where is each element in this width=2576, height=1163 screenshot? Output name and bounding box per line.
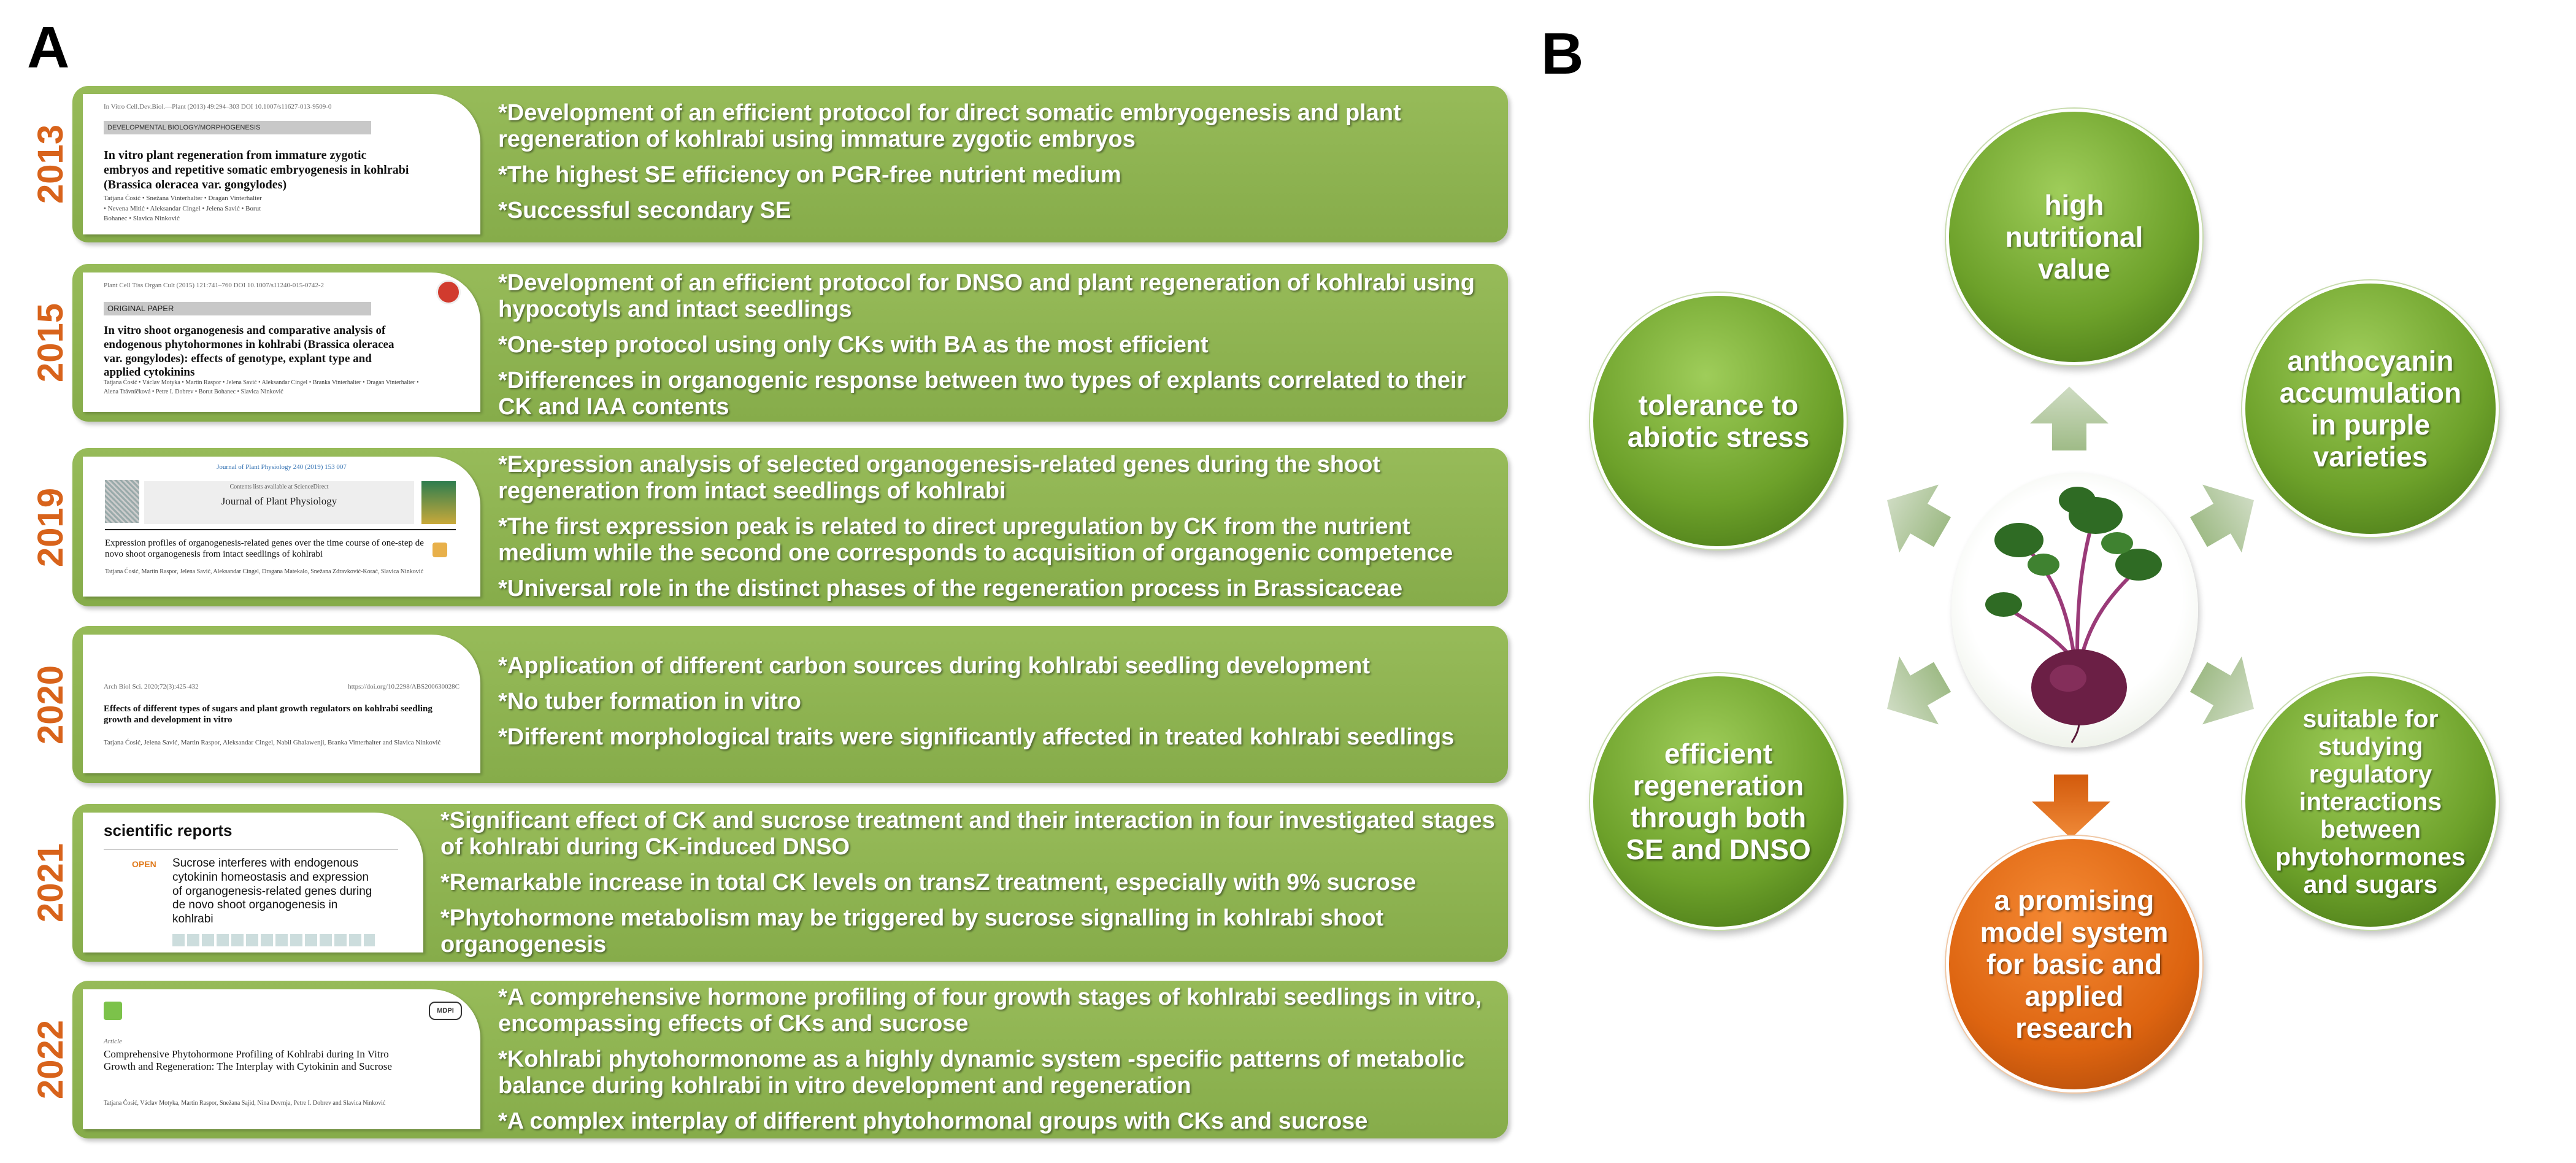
arrow-down-icon — [2032, 775, 2110, 838]
bullet-item: *Remarkable increase in total CK levels … — [440, 870, 1417, 895]
paper-section-header: DEVELOPMENTAL BIOLOGY/MORPHOGENESIS — [104, 121, 371, 134]
node-efficient-regeneration: efficient regeneration through both SE a… — [1590, 673, 1847, 930]
timeline-box-2015: Plant Cell Tiss Organ Cult (2015) 121:74… — [72, 264, 1508, 422]
bullet-item: *The first expression peak is related to… — [498, 514, 1453, 566]
panel-b-label: B — [1541, 21, 1584, 87]
paper-meta: In Vitro Cell.Dev.Biol.—Plant (2013) 49:… — [104, 103, 332, 110]
bullet-item: *Kohlrabi phytohormonome as a highly dyn… — [498, 1046, 1465, 1099]
bullet-item: *Significant effect of CK and sucrose tr… — [440, 808, 1495, 860]
bullet-item: *Phytohormone metabolism may be triggere… — [440, 905, 1384, 957]
arrow-lower-left-icon — [1887, 656, 1951, 725]
arrow-up-icon — [2030, 387, 2109, 450]
elsevier-logo-icon — [105, 480, 139, 523]
paper-authors: Tatjana Ćosić, Martin Raspor, Jelena Sav… — [105, 568, 424, 575]
timeline-box-2013: In Vitro Cell.Dev.Biol.—Plant (2013) 49:… — [72, 86, 1508, 242]
open-access-label: OPEN — [132, 859, 156, 869]
bullet-item: *No tuber formation in vitro — [498, 689, 801, 714]
journal-banner: Contents lists available at ScienceDirec… — [144, 481, 414, 524]
bullet-list: *Development of an efficient protocol fo… — [498, 270, 1492, 430]
node-label: high nutritional value — [2005, 189, 2143, 285]
divider — [105, 529, 456, 530]
paper-title: In vitro shoot organogenesis and compara… — [104, 324, 394, 379]
crossmark-icon — [433, 543, 447, 557]
divider — [104, 849, 398, 850]
node-promising-model-system: a promising model system for basic and a… — [1946, 836, 2202, 1092]
crossmark-icon — [436, 280, 461, 304]
bullet-list: *A comprehensive hormone profiling of fo… — [498, 984, 1492, 1144]
paper-authors: Tatjana Ćosić, Václav Motyka, Martin Ras… — [104, 1100, 386, 1107]
paper-title: Expression profiles of organogenesis-rel… — [105, 538, 424, 559]
bullet-item: *One-step protocol using only CKs with B… — [498, 332, 1209, 358]
panel-a-label: A — [27, 15, 70, 80]
banner-text: Contents lists available at ScienceDirec… — [229, 484, 329, 490]
paper-doi: https://doi.org/10.2298/ABS200630028C — [348, 683, 459, 690]
paper-title: Sucrose interferes with endogenous cytok… — [172, 857, 372, 926]
paper-authors: Tatjana Ćosić • Snežana Vinterhalter • D… — [104, 195, 262, 222]
arrow-upper-right-icon — [2190, 484, 2254, 553]
bullet-item: *Development of an efficient protocol fo… — [498, 100, 1401, 152]
paper-thumbnail: Arch Biol Sci. 2020;72(3):425-432 https:… — [83, 635, 480, 773]
article-type: Article — [104, 1038, 122, 1045]
timeline-box-2022: MDPI Article Comprehensive Phytohormone … — [72, 981, 1508, 1138]
node-label: tolerance to abiotic stress — [1627, 389, 1810, 453]
node-label: anthocyanin accumulation in purple varie… — [2279, 345, 2462, 473]
bullet-list: *Significant effect of CK and sucrose tr… — [440, 808, 1496, 967]
bullet-item: *Successful secondary SE — [498, 198, 791, 223]
paper-meta: Arch Biol Sci. 2020;72(3):425-432 — [104, 683, 199, 690]
bullet-item: *Differences in organogenic response bet… — [498, 368, 1466, 420]
paper-meta: Journal of Plant Physiology 240 (2019) 1… — [217, 463, 347, 471]
paper-thumbnail: Plant Cell Tiss Organ Cult (2015) 121:74… — [83, 272, 480, 412]
timeline-box-2021: scientific reports OPEN Sucrose interfer… — [72, 804, 1508, 962]
node-high-nutritional-value: high nutritional value — [1946, 109, 2202, 365]
authors-placeholder — [172, 934, 375, 946]
journal-logo-icon — [104, 1002, 122, 1020]
node-label: a promising model system for basic and a… — [1980, 884, 2169, 1044]
bullet-item: *Different morphological traits were sig… — [498, 724, 1455, 750]
paper-thumbnail: scientific reports OPEN Sucrose interfer… — [83, 813, 423, 952]
bullet-list: *Expression analysis of selected organog… — [498, 452, 1504, 611]
center-image-frame — [1951, 473, 2198, 748]
arrow-lower-right-icon — [2190, 656, 2254, 725]
paper-title: In vitro plant regeneration from immatur… — [104, 149, 409, 191]
node-anthocyanin-accumulation: anthocyanin accumulation in purple varie… — [2242, 280, 2499, 537]
node-label: suitable for studying regulatory interac… — [2275, 704, 2466, 898]
publisher-logo: MDPI — [429, 1002, 462, 1020]
kohlrabi-plant-icon — [1985, 487, 2162, 743]
bullet-item: *Development of an efficient protocol fo… — [498, 270, 1475, 322]
timeline-box-2019: Journal of Plant Physiology 240 (2019) 1… — [72, 448, 1508, 606]
node-regulatory-interactions: suitable for studying regulatory interac… — [2242, 673, 2499, 930]
journal-name: scientific reports — [104, 821, 233, 840]
bullet-list: *Development of an efficient protocol fo… — [498, 100, 1492, 233]
journal-name: Journal of Plant Physiology — [221, 495, 337, 507]
paper-thumbnail: MDPI Article Comprehensive Phytohormone … — [83, 989, 480, 1129]
bullet-list: *Application of different carbon sources… — [498, 653, 1492, 760]
node-label: efficient regeneration through both SE a… — [1626, 738, 1811, 865]
paper-meta: Plant Cell Tiss Organ Cult (2015) 121:74… — [104, 282, 325, 289]
paper-thumbnail: In Vitro Cell.Dev.Biol.—Plant (2013) 49:… — [83, 94, 480, 234]
node-tolerance-abiotic-stress: tolerance to abiotic stress — [1590, 293, 1847, 549]
bullet-item: *A complex interplay of different phytoh… — [498, 1108, 1368, 1134]
bullet-item: *Application of different carbon sources… — [498, 653, 1370, 679]
paper-section-header: ORIGINAL PAPER — [104, 302, 371, 315]
journal-cover-icon — [421, 481, 456, 524]
bullet-item: *Universal role in the distinct phases o… — [498, 576, 1403, 601]
paper-title: Comprehensive Phytohormone Profiling of … — [104, 1048, 392, 1073]
paper-authors: Tatjana Ćosić, Jelena Savić, Martin Rasp… — [104, 739, 441, 746]
bullet-item: *A comprehensive hormone profiling of fo… — [498, 984, 1482, 1037]
paper-title: Effects of different types of sugars and… — [104, 704, 433, 725]
arrow-upper-left-icon — [1887, 484, 1951, 553]
timeline-box-2020: Arch Biol Sci. 2020;72(3):425-432 https:… — [72, 626, 1508, 783]
bullet-item: *The highest SE efficiency on PGR-free n… — [498, 162, 1121, 188]
paper-thumbnail: Journal of Plant Physiology 240 (2019) 1… — [83, 457, 480, 597]
paper-authors: Tatjana Ćosić • Václav Motyka • Martin R… — [104, 379, 419, 395]
bullet-item: *Expression analysis of selected organog… — [498, 452, 1381, 504]
